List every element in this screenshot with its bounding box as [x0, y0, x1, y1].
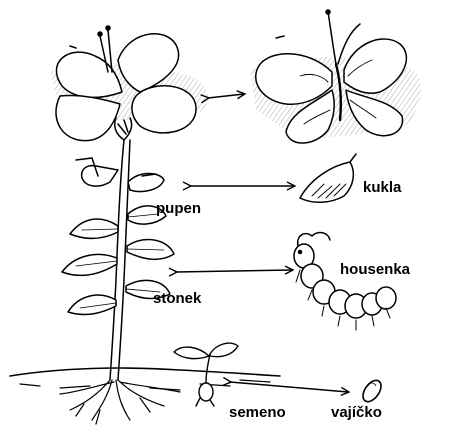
egg-illustration — [359, 377, 384, 405]
label-kukla: kukla — [363, 180, 401, 195]
flower-illustration — [50, 26, 208, 141]
arrow-flower-butterfly — [208, 94, 244, 98]
seedling-illustration — [174, 343, 238, 406]
plant-stem-illustration — [62, 140, 174, 380]
arrows — [176, 94, 348, 392]
label-semeno: semeno — [229, 405, 286, 420]
caterpillar-illustration — [294, 233, 396, 330]
label-stonek: stonek — [153, 291, 201, 306]
label-vajicko: vajíčko — [331, 405, 382, 420]
label-housenka: housenka — [340, 262, 410, 277]
pupa-illustration — [300, 154, 356, 202]
arrow-stonek-housenka — [176, 270, 292, 272]
arrow-semeno-vajicko — [230, 382, 348, 392]
butterfly-illustration — [250, 10, 421, 143]
label-pupen: pupen — [156, 201, 201, 216]
